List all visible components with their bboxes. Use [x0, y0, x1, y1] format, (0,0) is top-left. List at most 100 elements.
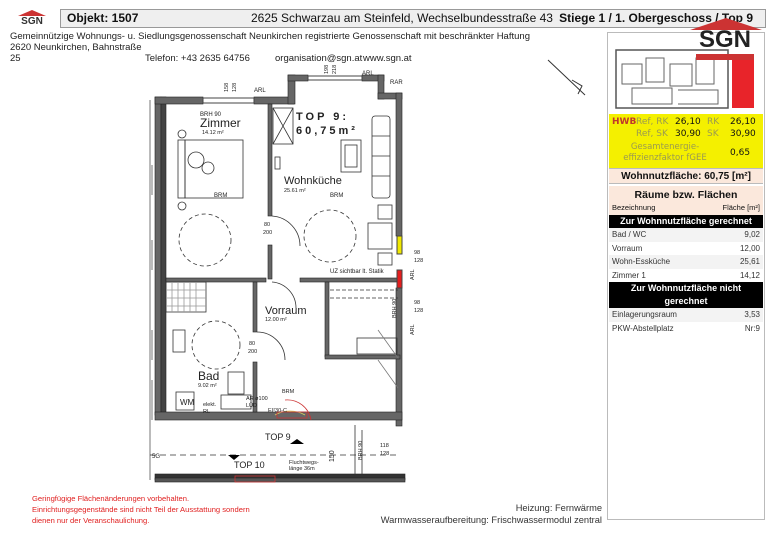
statik-note: UZ sichtbar lt. Statik — [330, 269, 385, 275]
rk-label: RK — [707, 117, 720, 127]
ref-sk-label: Ref, SK — [636, 129, 668, 139]
window-dim: 128 — [380, 451, 389, 457]
rar-label: RAR — [390, 80, 403, 86]
rooms-table: Räume bzw. Flächen Bezeichnung Fläche [m²… — [609, 186, 763, 335]
room-label-wohnkueche: Wohnküche — [284, 175, 342, 187]
arl-label: ARL — [410, 269, 416, 280]
info-panel — [607, 32, 765, 520]
ref-sk-value: 30,90 — [675, 129, 701, 139]
logo-text: SGN — [21, 16, 43, 27]
company-email: organisation@sgn.at — [275, 53, 363, 64]
room-name: Einlagerungsraum — [612, 310, 677, 319]
rk-value: 26,10 — [730, 117, 756, 127]
room-area-vorraum: 12.00 m² — [265, 317, 287, 323]
sgn-logo-large: SGN — [690, 18, 762, 73]
door-dim: 80 — [249, 341, 255, 347]
room-name: Bad / WC — [612, 230, 647, 239]
table-row: PKW-Abstellplatz Nr:9 — [609, 322, 763, 336]
room-name: Zimmer 1 — [612, 270, 646, 280]
brm-label: BRM — [214, 193, 227, 199]
escape-route-label: Fluchtwegs- — [289, 460, 319, 466]
brm-label: BRM — [330, 193, 343, 199]
top10-label: TOP 10 — [234, 460, 265, 470]
room-label-bad: Bad — [198, 369, 219, 383]
top-area: 60,75m² — [296, 125, 358, 137]
room-area: 3,53 — [744, 310, 760, 319]
table-row: Vorraum 12,00 — [609, 242, 763, 256]
table-row: Einlagerungsraum 3,53 — [609, 308, 763, 322]
marker-red — [396, 269, 403, 289]
wohnnutzflaeche: Wohnnutzfläche: 60,75 [m²] — [609, 168, 763, 184]
fgee-label: Gesamtenergie-effizienzfaktor fGEE — [623, 142, 707, 163]
note-line: Geringfügige Flächenänderungen vorbehalt… — [32, 494, 190, 503]
company-address: 2620 Neunkirchen, Bahnstraße 25 — [10, 42, 142, 64]
ref-rk-value: 26,10 — [675, 117, 701, 127]
ar-label: AR ø100 — [246, 396, 268, 402]
wm-label: WM — [180, 398, 195, 407]
room-area: 12,00 — [739, 243, 760, 253]
sk-label: SK — [707, 129, 719, 139]
elekt-label: elekt. — [203, 402, 217, 408]
north-arrow-icon — [547, 59, 586, 96]
room-area-bad: 9.02 m² — [198, 383, 217, 389]
hwb-label: HWB — [612, 117, 637, 127]
room-label-vorraum: Vorraum — [265, 305, 307, 317]
room-area: 25,61 — [739, 257, 760, 266]
col-name: Bezeichnung — [612, 203, 656, 212]
company-web: www.sgn.at — [363, 53, 412, 64]
corridor-dim: 150 — [329, 450, 336, 462]
top-label: TOP 9: — [296, 111, 349, 123]
brh-label: BRH 90 — [392, 299, 398, 318]
arl-label: ARL — [362, 71, 374, 77]
note-line: dienen nur der Veranschaulichung. — [32, 516, 150, 525]
window-dim: 118 — [380, 443, 389, 449]
sgn-logo-small: SGN — [10, 10, 54, 30]
door-dim: 200 — [263, 230, 272, 236]
address: 2625 Schwarzau am Steinfeld, Wechselbund… — [251, 11, 553, 25]
window-dim: 218 — [332, 65, 338, 74]
rl-label: RL — [203, 409, 210, 415]
arl-label: ARL — [254, 88, 266, 94]
window-dim: 128 — [414, 308, 423, 314]
fgee-value: 0,65 — [730, 148, 751, 158]
table-row: Wohn-Essküche 25,61 — [609, 255, 763, 269]
arl-label: ARL — [410, 324, 416, 335]
window-dim: 198 — [324, 65, 330, 74]
objekt-number: Objekt: 1507 — [67, 11, 139, 25]
rooms-title: Räume bzw. Flächen — [609, 186, 763, 202]
energy-box: HWB Ref, RK 26,10 RK 26,10 Ref, SK 30,90… — [609, 114, 763, 168]
room-label-zimmer: Zimmer — [200, 116, 241, 130]
window-dim: 128 — [232, 83, 238, 92]
door-dim: 80 — [264, 222, 270, 228]
key-plan-thumbnail — [615, 49, 754, 109]
room-area-zimmer: 14.12 m² — [202, 130, 224, 136]
door-rating: EI²30-C — [268, 408, 287, 414]
lod-label: LÜD — [246, 402, 257, 409]
col-area: Fläche [m²] — [722, 203, 760, 212]
section-excluded: Zur Wohnnutzfläche nicht gerechnet — [609, 282, 763, 308]
company-phone: Telefon: +43 2635 64756 — [145, 53, 250, 64]
ref-rk-label: Ref, RK — [636, 117, 669, 127]
door-dim: 200 — [248, 349, 257, 355]
note-line: Einrichtungsgegenstände sind nicht Teil … — [32, 505, 250, 514]
section-included: Zur Wohnnutzfläche gerechnet — [609, 215, 763, 228]
room-area: Nr:9 — [744, 323, 760, 333]
window-dim: 98 — [414, 250, 420, 256]
top9-label: TOP 9 — [265, 432, 291, 442]
room-name: PKW-Abstellplatz — [612, 323, 674, 333]
hot-water-line: Warmwasseraufbereitung: Frischwassermodu… — [380, 515, 602, 525]
brh-label: BRH 90 — [358, 441, 364, 460]
room-name: Vorraum — [612, 243, 643, 253]
sk-value: 30,90 — [730, 129, 756, 139]
og-label: 5G — [152, 454, 160, 460]
marker-yellow — [396, 235, 403, 255]
window-dim: 128 — [414, 258, 423, 264]
room-name: Wohn-Essküche — [612, 257, 671, 266]
escape-route-length: länge 36m — [289, 466, 315, 472]
heating-info: Heizung: Fernwärme Warmwasseraufbereitun… — [381, 502, 602, 526]
company-info: Gemeinnützige Wohnungs- u. Siedlungsgeno… — [10, 31, 530, 64]
brh-label: BRH 90 — [200, 112, 222, 118]
